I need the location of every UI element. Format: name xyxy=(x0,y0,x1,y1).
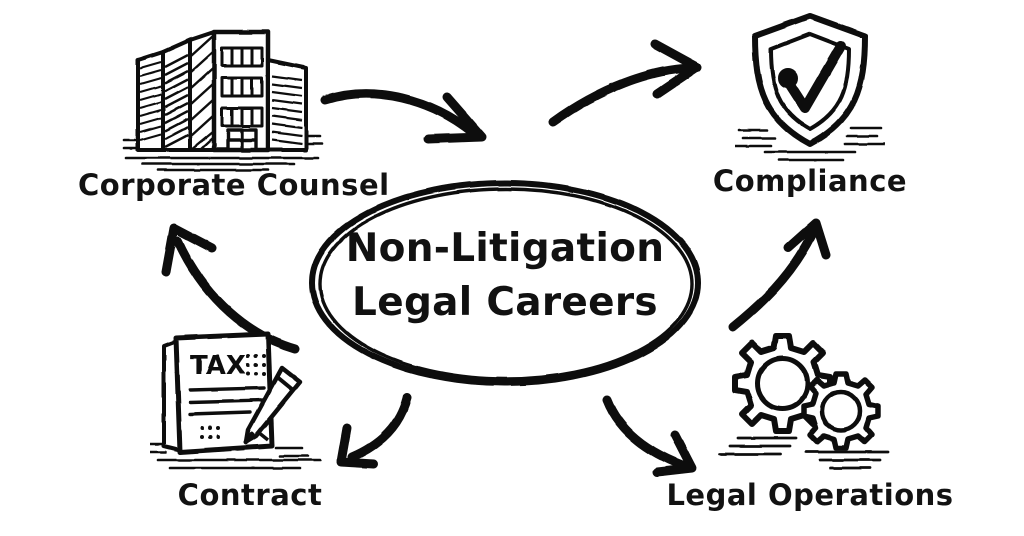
arrow-center-to-legalops xyxy=(602,395,697,477)
center-title-line2: Legal Careers xyxy=(352,280,658,325)
arrow-center-to-compliance-top xyxy=(548,39,702,127)
shield-check-icon xyxy=(735,13,885,162)
tax-document-pen-icon: TAX xyxy=(150,331,322,470)
arrow-center-to-corporate xyxy=(161,223,300,354)
node-label-compliance: Compliance xyxy=(712,164,908,198)
center-title: Non-Litigation Legal Careers xyxy=(330,222,680,330)
tax-document-text: TAX xyxy=(190,351,246,381)
center-title-line1: Non-Litigation xyxy=(345,226,665,271)
node-label-contract: Contract xyxy=(177,478,323,512)
arrow-legalops-to-compliance xyxy=(728,218,831,332)
node-label-corporate-counsel: Corporate Counsel xyxy=(78,168,390,202)
node-label-legal-operations: Legal Operations xyxy=(666,478,954,512)
arrow-corporate-to-center xyxy=(320,89,487,144)
arrow-center-to-contract xyxy=(336,393,412,469)
center-ellipse xyxy=(309,180,701,386)
office-buildings-icon xyxy=(122,29,324,172)
gears-icon xyxy=(718,333,890,470)
